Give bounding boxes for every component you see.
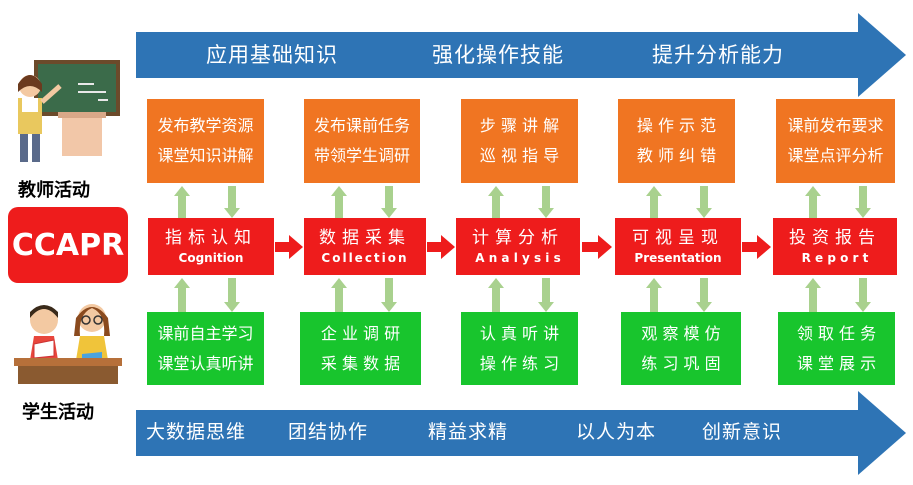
teacher-box-2-line-2: 带领学生调研: [313, 146, 410, 165]
stage-2-en: Collection: [321, 251, 409, 266]
arrow-up-5b: [805, 278, 821, 312]
student-box-4: 观 察 模 仿 练 习 巩 固: [621, 312, 741, 385]
top-banner-text-1: 应用基础知识: [206, 43, 338, 67]
arrow-down-4b: [696, 278, 712, 312]
stage-3-en: A n a l y s i s: [475, 251, 561, 266]
teacher-box-3-line-1: 步 骤 讲 解: [479, 116, 560, 136]
bottom-banner-text-1: 大数据思维: [146, 421, 247, 443]
teacher-activity-label: 教师活动: [18, 180, 90, 201]
stage-box-3: 计算分析 A n a l y s i s: [456, 218, 580, 275]
student-box-3-line-2: 操 作 练 习: [479, 353, 560, 373]
student-box-4-line-1: 观 察 模 仿: [641, 323, 721, 343]
stage-1-en: Cognition: [178, 251, 244, 266]
top-banner-text-2: 强化操作技能: [432, 43, 564, 67]
arrow-up-1b: [174, 278, 190, 312]
teacher-box-4-line-1: 操 作 示 范: [636, 116, 717, 136]
bottom-banner-text-5: 创新意识: [702, 421, 783, 443]
arrow-up-1a: [174, 186, 190, 218]
stage-arrow-3: [582, 235, 614, 259]
teacher-box-5-line-2: 课堂点评分析: [787, 146, 884, 165]
students-illustration: [14, 304, 122, 384]
bottom-banner-text-3: 精益求精: [428, 421, 509, 443]
student-box-2-line-2: 采 集 数 据: [320, 353, 401, 373]
student-box-5-line-2: 课 堂 展 示: [796, 353, 877, 373]
stage-3-zh: 计算分析: [472, 228, 564, 249]
teacher-box-1: 发布教学资源 课堂知识讲解: [147, 99, 264, 183]
teacher-box-2: 发布课前任务 带领学生调研: [304, 99, 420, 183]
stage-box-5: 投资报告 R e p o r t: [773, 218, 897, 275]
student-box-1: 课前自主学习 课堂认真听讲: [147, 312, 264, 385]
bottom-banner-text-2: 团结协作: [288, 421, 369, 443]
stage-box-1: 指标认知 Cognition: [148, 218, 274, 275]
arrow-down-2a: [381, 186, 397, 218]
teacher-box-4: 操 作 示 范 教 师 纠 错: [618, 99, 735, 183]
arrow-down-5b: [855, 278, 871, 312]
bottom-banner-text-4: 以人为本: [576, 421, 657, 443]
teacher-box-4-line-2: 教 师 纠 错: [636, 146, 717, 165]
ccapr-badge: CCAPR: [8, 207, 128, 283]
arrow-down-3a: [538, 186, 554, 218]
stage-arrow-4: [742, 235, 772, 259]
stage-arrow-1: [275, 235, 303, 259]
arrow-up-2a: [331, 186, 347, 218]
student-activity-label: 学生活动: [22, 402, 94, 423]
stage-5-zh: 投资报告: [789, 228, 881, 249]
teacher-box-3-line-2: 巡 视 指 导: [479, 146, 560, 165]
student-box-5-line-1: 领 取 任 务: [796, 323, 877, 343]
teacher-box-1-line-2: 课堂知识讲解: [157, 146, 254, 165]
stage-box-2: 数据采集 Collection: [304, 218, 426, 275]
stage-1-zh: 指标认知: [165, 228, 257, 249]
student-box-1-line-2: 课堂认真听讲: [157, 353, 254, 373]
arrow-down-3b: [538, 278, 554, 312]
teacher-box-3: 步 骤 讲 解 巡 视 指 导: [461, 99, 578, 183]
arrow-down-1a: [224, 186, 240, 218]
student-box-2-line-1: 企 业 调 研: [320, 323, 401, 343]
stage-4-zh: 可视呈现: [632, 228, 724, 249]
arrow-up-4a: [646, 186, 662, 218]
student-box-5: 领 取 任 务 课 堂 展 示: [778, 312, 895, 385]
student-box-1-line-1: 课前自主学习: [157, 323, 254, 343]
arrow-up-2b: [331, 278, 347, 312]
arrow-up-3b: [488, 278, 504, 312]
stage-2-zh: 数据采集: [319, 228, 411, 249]
teacher-box-1-line-1: 发布教学资源: [157, 116, 254, 136]
teacher-box-5-line-1: 课前发布要求: [787, 116, 884, 136]
student-box-4-line-2: 练 习 巩 固: [641, 353, 721, 373]
arrow-down-5a: [855, 186, 871, 218]
stage-box-4: 可视呈现 Presentation: [615, 218, 741, 275]
student-box-3: 认 真 听 讲 操 作 练 习: [461, 312, 578, 385]
arrow-down-4a: [696, 186, 712, 218]
arrow-up-5a: [805, 186, 821, 218]
teacher-box-2-line-1: 发布课前任务: [313, 116, 410, 136]
teacher-box-5: 课前发布要求 课堂点评分析: [776, 99, 895, 183]
stage-arrow-2: [427, 235, 455, 259]
arrow-up-3a: [488, 186, 504, 218]
arrow-down-2b: [381, 278, 397, 312]
stage-4-en: Presentation: [634, 251, 722, 266]
student-box-3-line-1: 认 真 听 讲: [479, 323, 560, 343]
top-banner-text-3: 提升分析能力: [652, 43, 784, 67]
arrow-up-4b: [646, 278, 662, 312]
student-box-2: 企 业 调 研 采 集 数 据: [300, 312, 421, 385]
teacher-illustration: [18, 60, 120, 162]
arrow-down-1b: [224, 278, 240, 312]
stage-5-en: R e p o r t: [801, 251, 869, 266]
